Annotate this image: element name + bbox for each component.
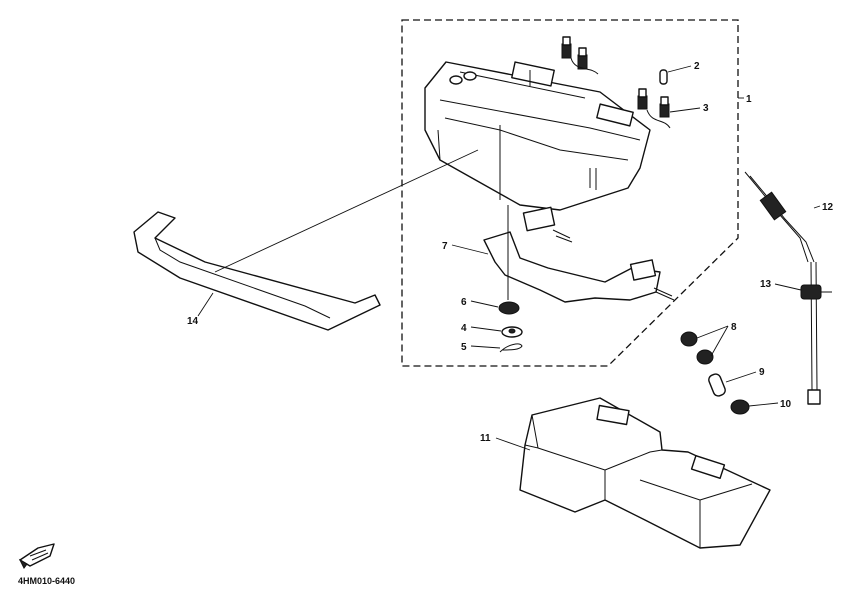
leader-lines [197, 65, 821, 451]
meter-box-cover [519, 397, 771, 549]
drawing-code: 4HM010-6440 [18, 576, 75, 586]
bulb-sockets [561, 36, 671, 129]
meter-bracket [483, 205, 675, 303]
cable-clamp [800, 284, 832, 300]
callout-11: 11 [480, 433, 491, 444]
damper-lower [696, 349, 714, 365]
front-direction-icon [18, 543, 55, 569]
callout-3: 3 [703, 103, 709, 114]
pin [499, 343, 523, 353]
nut [730, 399, 750, 415]
speedometer-cable [744, 171, 821, 405]
meter-cover-panel [133, 211, 381, 331]
callout-10: 10 [780, 399, 792, 410]
callout-8: 8 [731, 322, 737, 333]
callout-7: 7 [442, 241, 448, 252]
callout-1: 1 [746, 94, 752, 105]
assembly-dashed-boundary [401, 19, 739, 367]
callout-12: 12 [822, 202, 834, 213]
cover-to-meter-line [214, 149, 479, 273]
callout-14: 14 [187, 316, 199, 327]
callout-6: 6 [461, 297, 467, 308]
callout-4: 4 [461, 323, 467, 334]
grommet [498, 301, 520, 315]
callout-2: 2 [694, 61, 700, 72]
bulb [659, 69, 668, 85]
callout-5: 5 [461, 342, 467, 353]
collar [708, 373, 726, 397]
callout-9: 9 [759, 367, 765, 378]
meter-assembly [424, 61, 651, 211]
damper-upper [680, 331, 698, 347]
callout-13: 13 [760, 279, 772, 290]
